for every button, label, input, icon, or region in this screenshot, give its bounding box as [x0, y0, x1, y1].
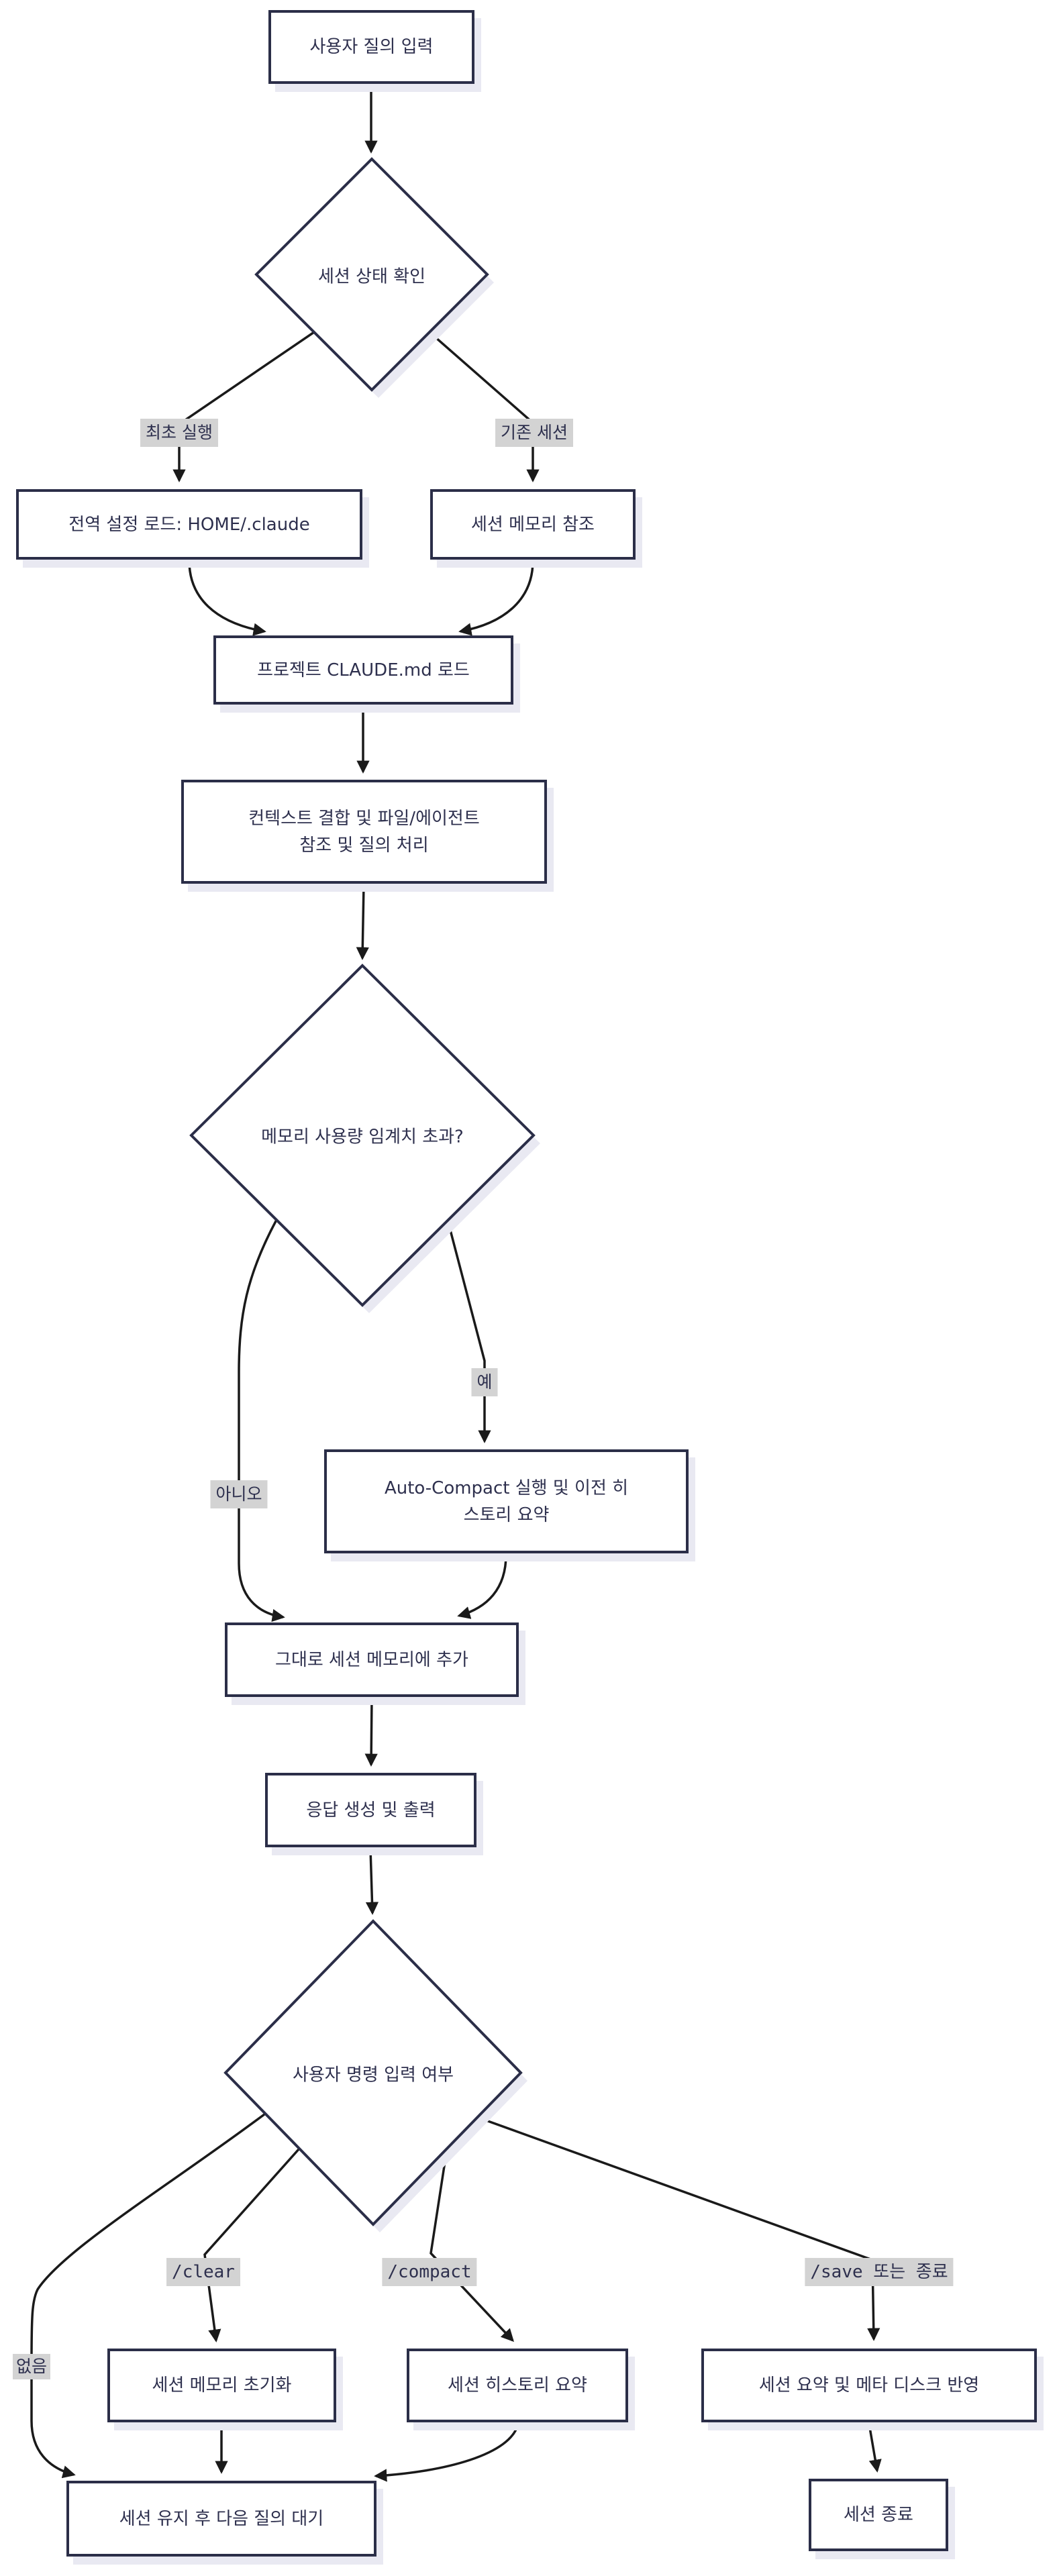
node-claude-md-load: 프로젝트 CLAUDE.md 로드	[213, 635, 513, 705]
edge-label-first-run: 최초 실행	[140, 419, 218, 447]
edge-yes	[446, 1219, 491, 1443]
edge-save-cmd	[470, 2114, 880, 2341]
edge-label-compact-command: /compact	[382, 2258, 477, 2286]
edge-label-none: 없음	[12, 2354, 51, 2379]
decision-session-check	[254, 157, 489, 392]
edge-label-existing-session: 기존 세션	[495, 419, 573, 447]
edge-sessmem-to-claudemd	[458, 560, 534, 636]
decision-memory-check	[189, 964, 536, 1307]
edge-output-to-command-check	[365, 1848, 379, 1915]
node-session-end: 세션 종료	[809, 2479, 948, 2551]
edge-label-yes: 예	[471, 1368, 498, 1396]
decision-label-memory-check: 메모리 사용량 임계치 초과?	[261, 1127, 464, 1147]
edge-compact-cmd	[430, 2148, 514, 2342]
edge-no	[238, 1219, 285, 1622]
node-context-combine: 컨텍스트 결합 및 파일/에이전트 참조 및 질의 처리	[181, 780, 547, 884]
node-user-query-input: 사용자 질의 입력	[268, 10, 474, 84]
edge-global-to-claudemd	[188, 560, 266, 636]
edge-existing-session	[428, 331, 540, 482]
edge-context-to-memory-check	[356, 884, 369, 960]
node-auto-compact: Auto-Compact 실행 및 이전 히 스토리 요약	[324, 1449, 689, 1553]
edge-label-clear-command: /clear	[166, 2258, 240, 2286]
decision-label-command-check: 사용자 명령 입력 여부	[292, 2065, 454, 2085]
edge-autocompact-to-append	[457, 1554, 507, 1619]
edge-first-run	[172, 331, 315, 482]
node-save-to-disk: 세션 요약 및 메타 디스크 반영	[701, 2349, 1037, 2422]
edge-label-save-command: /save 또는 종료	[805, 2258, 954, 2286]
node-session-memory-ref: 세션 메모리 참조	[430, 489, 636, 560]
edge-label-no: 아니오	[210, 1480, 268, 1508]
edge-append-to-output	[364, 1698, 378, 1767]
node-history-summary: 세션 히스토리 요약	[407, 2349, 628, 2422]
node-wait-next-query: 세션 유지 후 다음 질의 대기	[66, 2481, 376, 2557]
edge-none	[30, 2111, 268, 2479]
node-append-to-memory: 그대로 세션 메모리에 추가	[225, 1622, 519, 1697]
node-response-output: 응답 생성 및 출력	[265, 1773, 476, 1847]
edge-clear-cmd	[203, 2147, 301, 2342]
node-global-config-load: 전역 설정 로드: HOME/.claude	[16, 489, 362, 560]
decision-label-session-check: 세션 상태 확인	[317, 266, 426, 287]
edge-compact-to-wait	[374, 2423, 519, 2482]
decision-command-check	[223, 1919, 523, 2226]
node-clear-memory: 세션 메모리 초기화	[107, 2349, 336, 2422]
edge-save-to-end	[868, 2423, 882, 2473]
